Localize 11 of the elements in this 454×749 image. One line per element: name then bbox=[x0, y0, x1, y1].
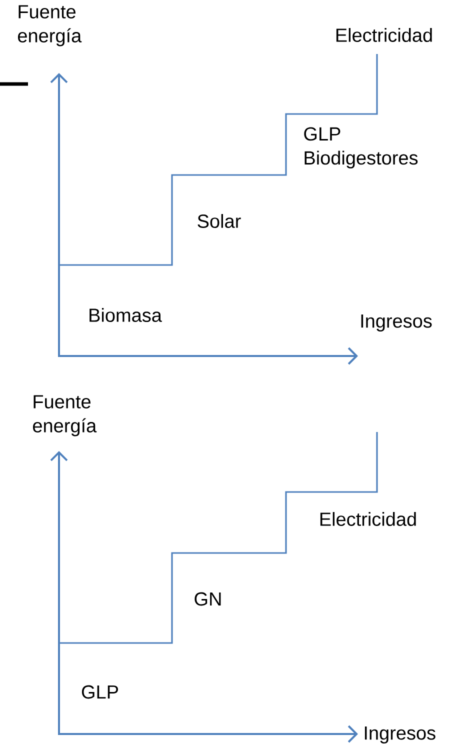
axis-label: Electricidad bbox=[336, 28, 432, 42]
axis-label: GLP bbox=[82, 685, 118, 699]
axis-label: Ingresos bbox=[361, 314, 432, 332]
axis-label: Biomasa bbox=[90, 308, 162, 322]
axis-label: Ingresos bbox=[364, 726, 436, 744]
axis-label: GN bbox=[194, 592, 221, 606]
axis-label: Electricidad bbox=[320, 512, 416, 526]
axis-label: Solar bbox=[198, 214, 241, 228]
axis-label: GLP Biodigestores bbox=[304, 127, 418, 168]
axis-label: Fuente energía bbox=[18, 5, 82, 46]
axis-label: Fuente energía bbox=[33, 395, 97, 436]
